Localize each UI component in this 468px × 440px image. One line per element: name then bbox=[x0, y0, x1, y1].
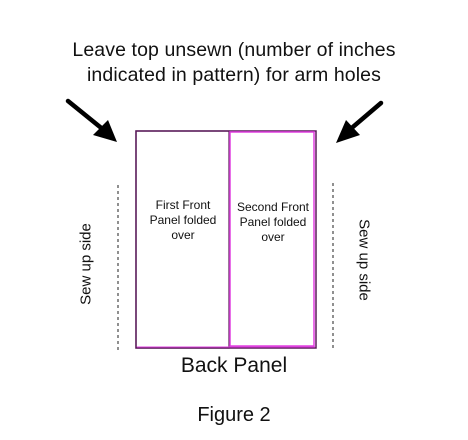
second-front-line-3: over bbox=[261, 230, 285, 244]
second-front-panel bbox=[229, 131, 315, 347]
back-panel-label: Back Panel bbox=[180, 354, 288, 377]
figure-caption: Figure 2 bbox=[197, 404, 271, 426]
first-front-panel bbox=[135, 130, 230, 349]
first-front-panel-label: First Front Panel folded over bbox=[140, 198, 226, 243]
arrow-down-right-icon bbox=[65, 98, 117, 142]
second-front-panel-label: Second Front Panel folded over bbox=[228, 200, 318, 245]
instruction-line-2: indicated in pattern) for arm holes bbox=[87, 64, 381, 86]
second-front-line-1: Second Front bbox=[236, 200, 310, 214]
left-side-label: Sew up side bbox=[77, 223, 95, 305]
instruction-line-1: Leave top unsewn (number of inches bbox=[72, 39, 396, 61]
first-front-line-2: Panel folded bbox=[149, 213, 217, 227]
second-front-line-2: Panel folded bbox=[239, 215, 307, 229]
right-side-label: Sew up side bbox=[355, 219, 373, 301]
first-front-line-3: over bbox=[171, 228, 195, 242]
first-front-line-1: First Front bbox=[155, 198, 211, 212]
instruction-text: Leave top unsewn (number of inches indic… bbox=[0, 38, 468, 88]
arrow-down-left-icon bbox=[336, 100, 384, 143]
